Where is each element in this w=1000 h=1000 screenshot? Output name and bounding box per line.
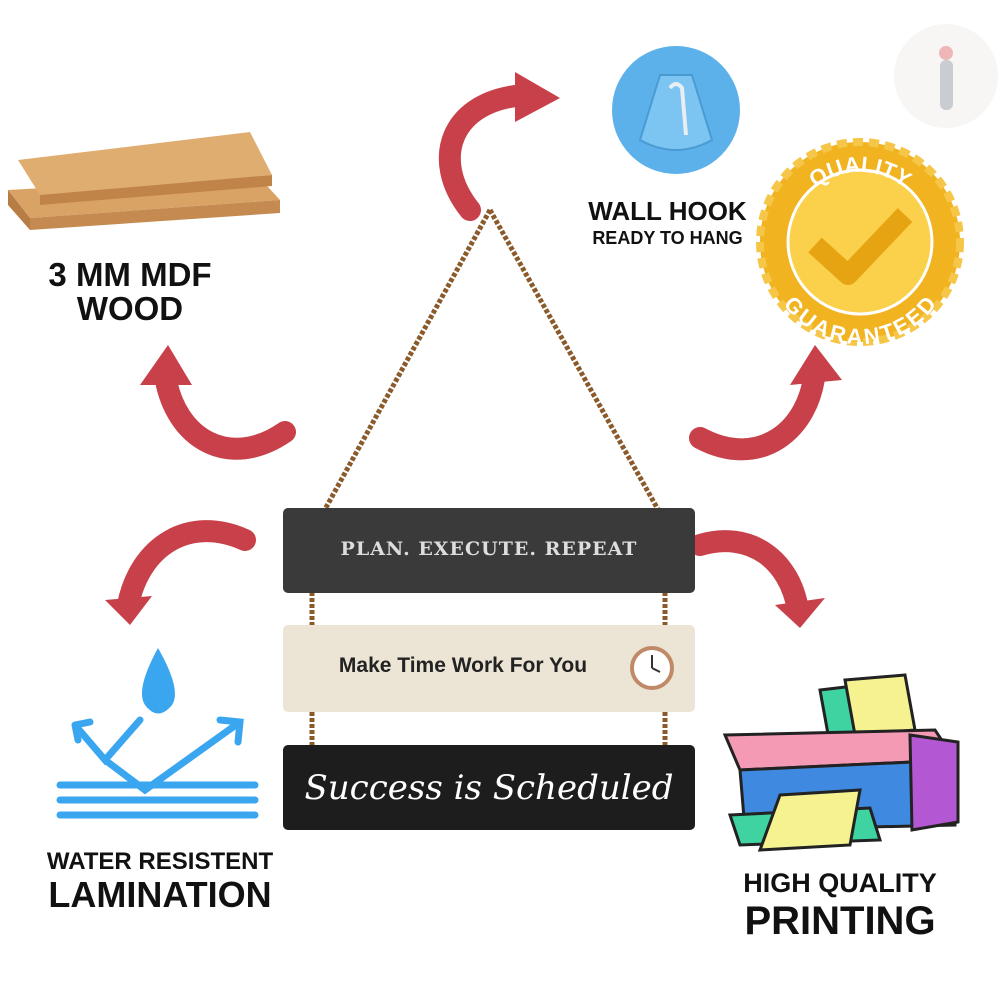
printing-label-1: HIGH QUALITY <box>743 868 937 898</box>
board-3 <box>283 745 695 830</box>
board-2 <box>283 625 695 712</box>
arrow-icon <box>689 530 809 621</box>
clock-icon <box>630 646 674 690</box>
wood-label-2: WOOD <box>76 290 184 327</box>
water-label-2: LAMINATION <box>48 874 272 915</box>
printer-icon <box>722 673 960 852</box>
arrow-icon <box>117 520 256 616</box>
arrow-icon <box>154 364 296 460</box>
hook-subtitle: READY TO HANG <box>592 228 743 248</box>
board-text-2: Make Time Work For You <box>338 654 588 677</box>
wood-label-1: 3 MM MDF <box>48 256 212 293</box>
board-1 <box>283 508 695 593</box>
water-resistant-icon <box>56 648 259 819</box>
quality-guaranteed-badge: QUALITY GUARANTEED <box>756 138 964 349</box>
arrow-icon <box>689 359 826 461</box>
hanging-rope <box>309 208 668 752</box>
arrows <box>117 84 826 621</box>
checkmark-icon <box>808 208 913 285</box>
arrowheads <box>105 72 842 628</box>
brand-logo-icon <box>894 24 998 128</box>
water-label-1: WATER RESISTENT <box>46 848 274 875</box>
arrow-icon <box>438 84 536 221</box>
wall-hook-icon <box>612 46 740 174</box>
hook-title: WALL HOOK <box>588 196 747 226</box>
printing-label-2: PRINTING <box>744 899 936 943</box>
wood-planks-icon <box>8 132 280 230</box>
board-text-3: Success is Scheduled <box>304 768 674 808</box>
board-text-1: PLAN. EXECUTE. REPEAT <box>340 538 638 560</box>
